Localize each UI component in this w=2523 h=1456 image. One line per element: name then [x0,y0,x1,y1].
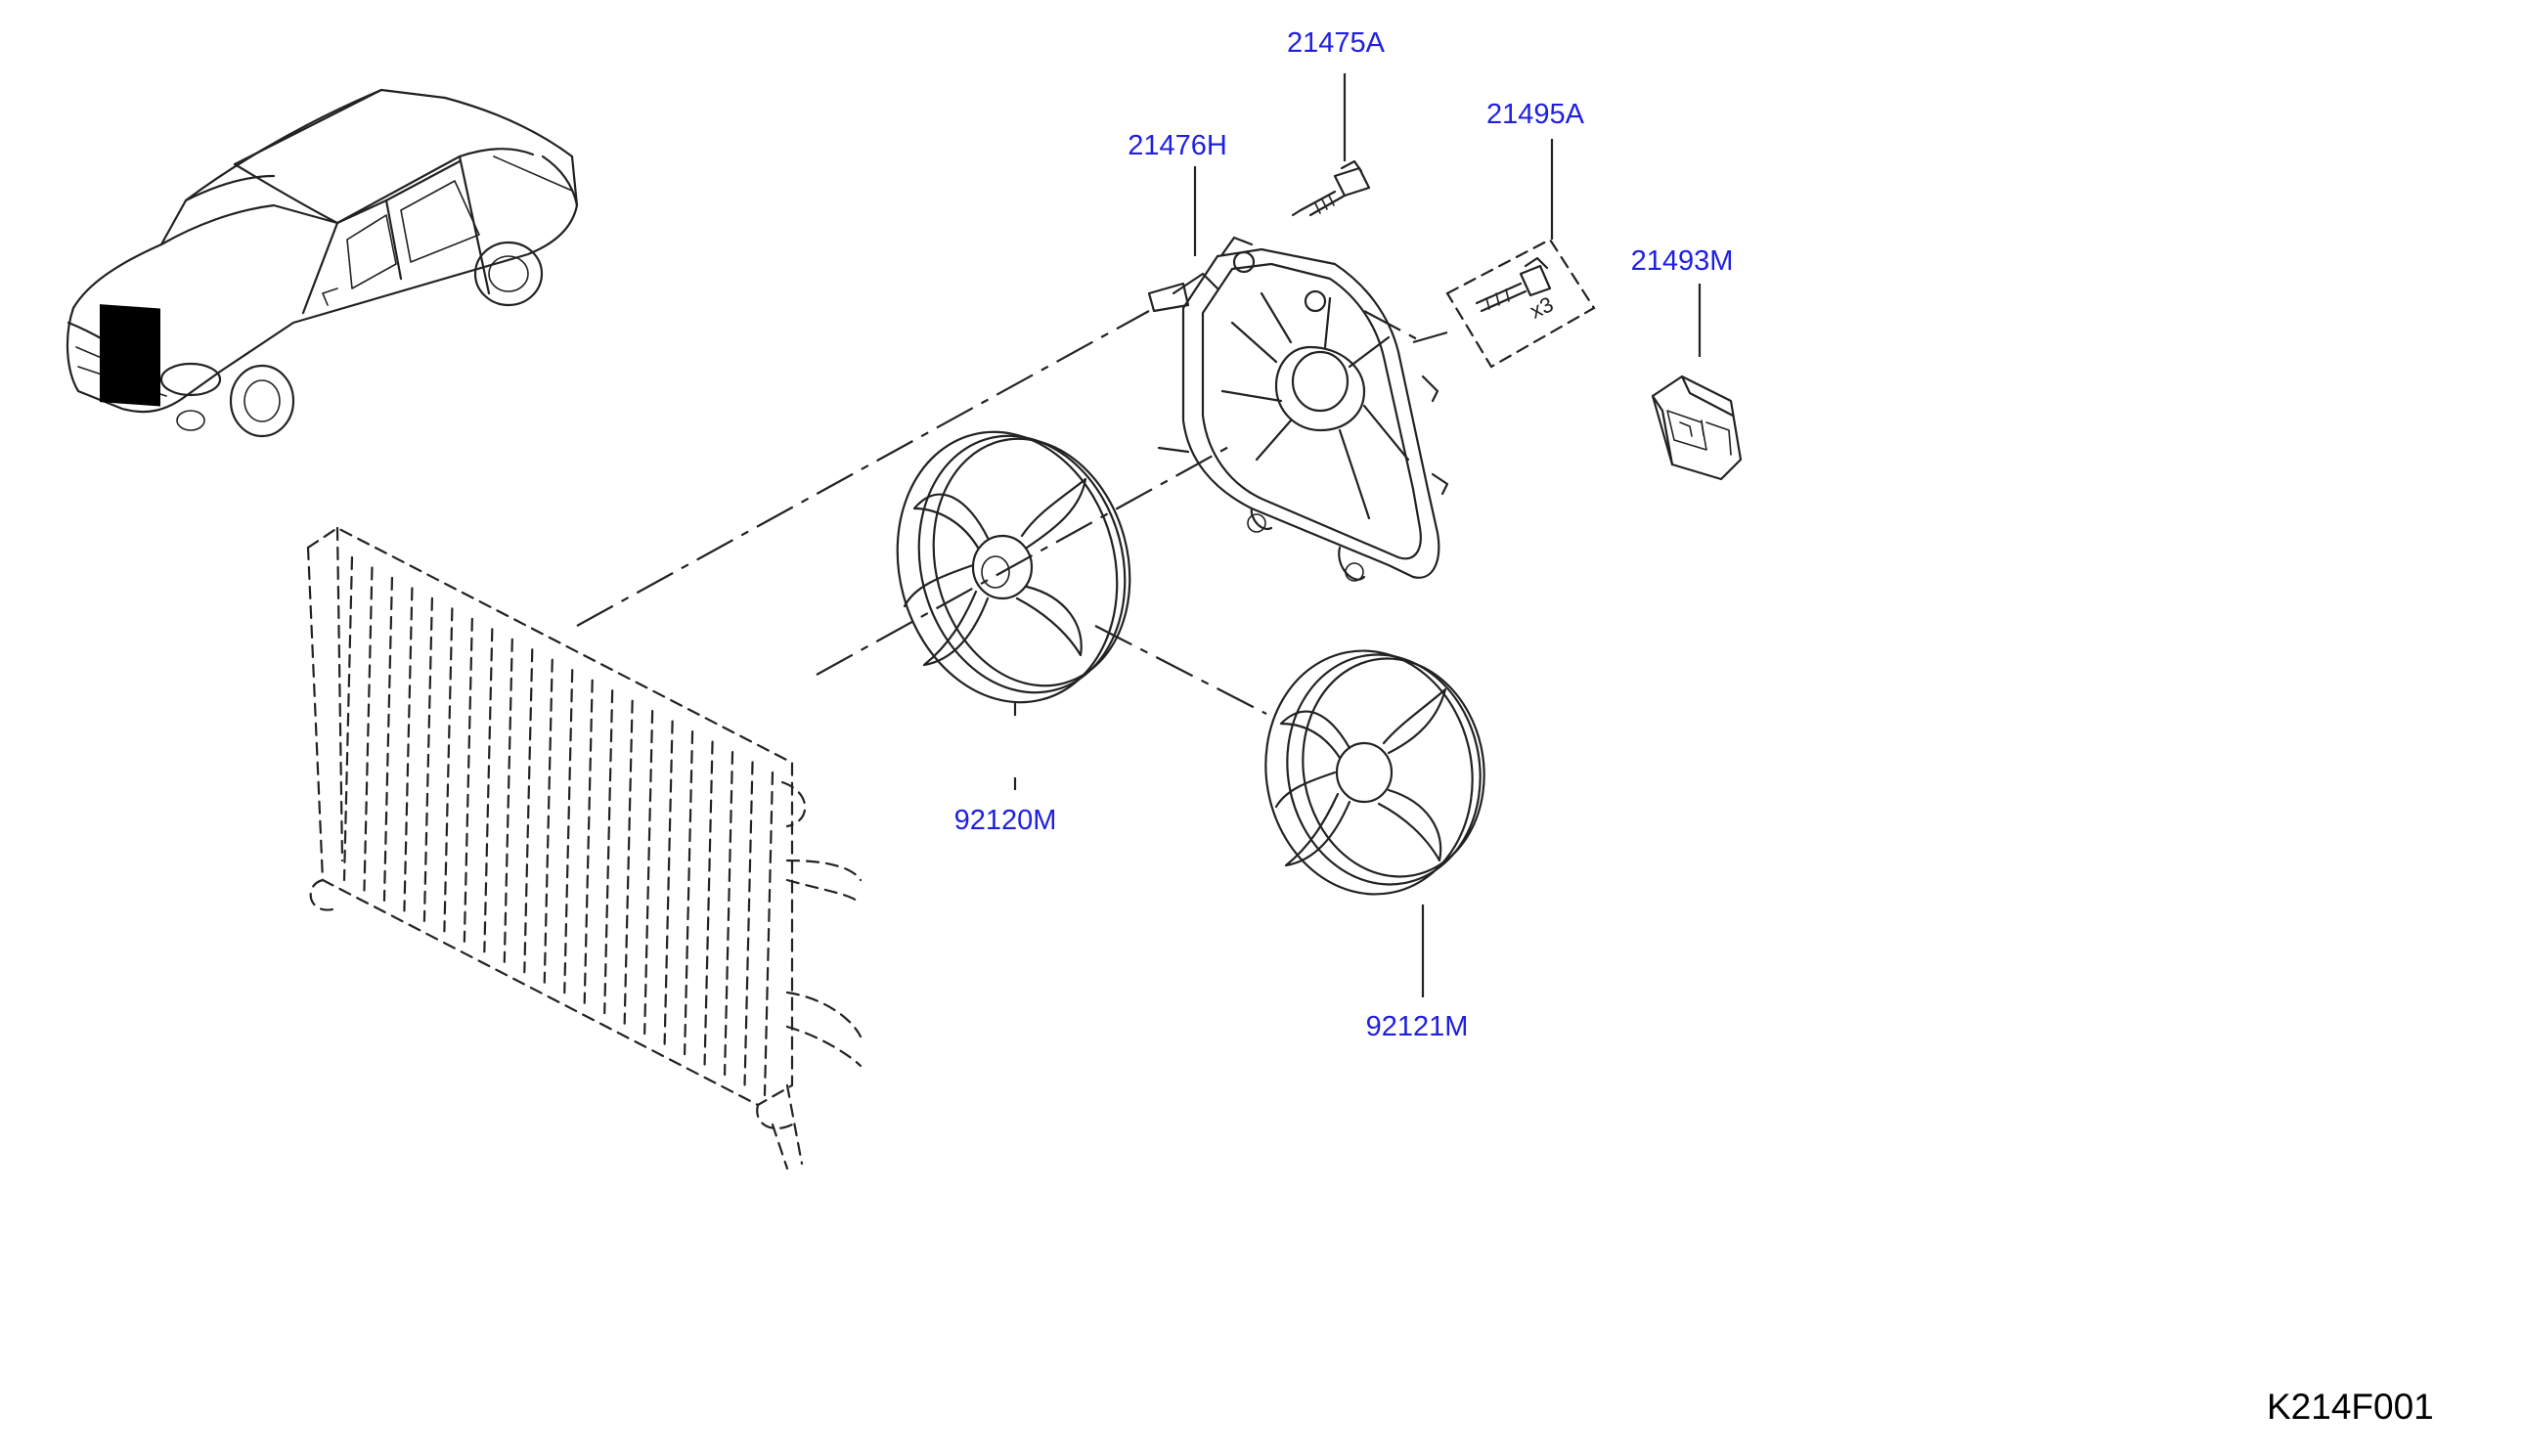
callout-92121M[interactable]: 92121M [1365,1011,1469,1042]
radiator-fin [463,617,473,943]
callout-21493M[interactable]: 21493M [1630,245,1734,277]
callout-92120M[interactable]: 92120M [953,805,1057,836]
fan-illustration-2 [1264,649,1485,896]
leader-lines [1013,73,1702,997]
radiator-fin [663,720,674,1045]
callout-21495A[interactable]: 21495A [1486,99,1584,130]
radiator-fin [703,740,714,1066]
radiator-fin [763,771,775,1097]
vehicle-illustration [66,88,579,438]
fan-shroud-illustration [1147,236,1449,582]
assembly-lines [576,310,1448,715]
radiator-fin [503,638,513,963]
radiator-fin [403,587,414,912]
diagram-code: K214F001 [2267,1387,2434,1427]
radiator-fin [363,566,374,892]
radiator-fin [483,628,494,953]
radiator-fin [683,729,694,1056]
radiator-fin [443,607,454,933]
radiator-fin [743,761,754,1086]
callout-21475A[interactable]: 21475A [1287,27,1385,59]
radiator-core [342,555,775,1097]
radiator-fin [583,679,594,1004]
radiator-fin [563,669,574,994]
bolt-illustration [1445,238,1596,369]
radiator-fin [382,576,394,903]
radiator-fin [603,689,614,1015]
radiator-fin [623,699,634,1025]
radiator-fin [643,710,654,1036]
radiator-fin [543,658,553,984]
radiator-fin [342,555,354,882]
radiator-fin [523,648,534,974]
fan-illustration-1 [896,430,1131,704]
callout-21476H[interactable]: 21476H [1128,130,1227,161]
resistor-illustration [1651,375,1743,481]
radiator-illustration [306,526,863,1170]
radiator-fin [723,750,734,1077]
screw-illustration [1291,159,1371,217]
radiator-fin [422,596,434,923]
